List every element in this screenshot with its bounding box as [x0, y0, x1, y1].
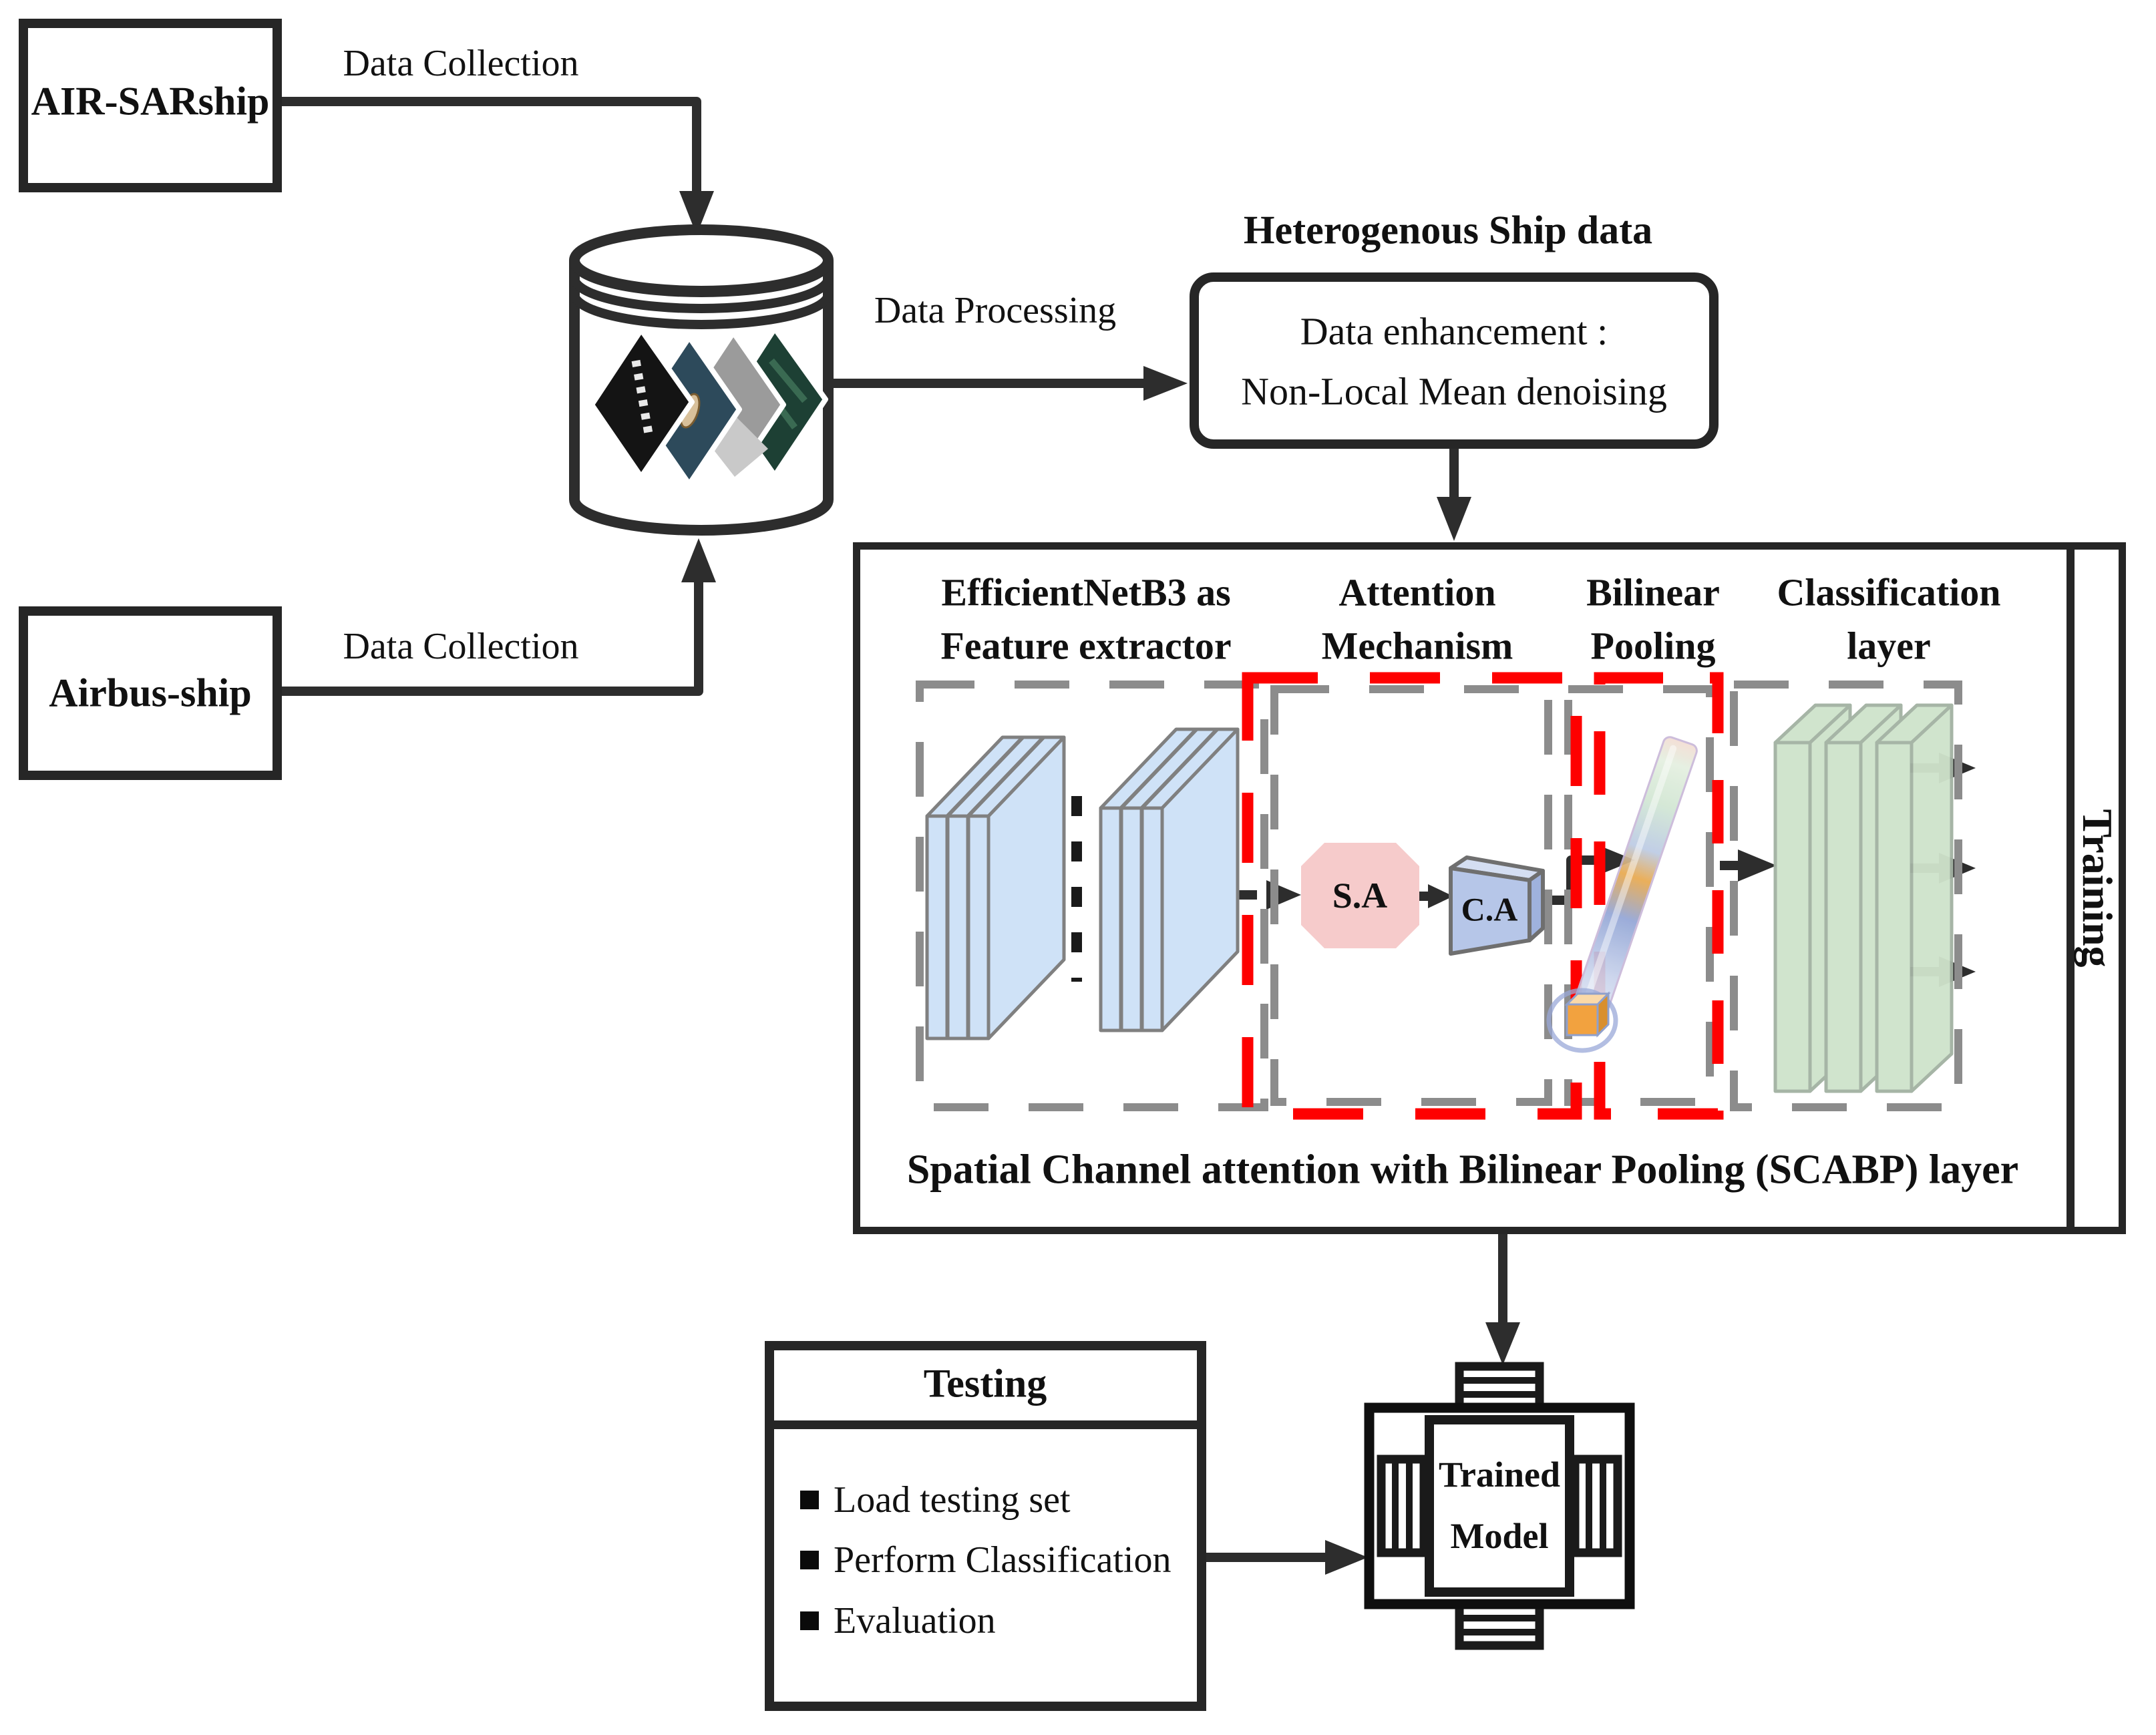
header-classification-line2: layer	[1847, 624, 1931, 668]
data-processing-label: Data Processing	[874, 289, 1117, 331]
testing-title: Testing	[923, 1361, 1047, 1406]
classification-slabs	[1773, 703, 1954, 1093]
chip-pin-left	[1377, 1455, 1429, 1557]
enhancement-line1: Data enhancement :	[1300, 309, 1608, 353]
enhancement-box	[1190, 272, 1719, 449]
training-side-divider	[2067, 542, 2075, 1234]
scabp-caption: Spatial Channel attention with Bilinear …	[906, 1147, 2019, 1193]
data-collection-top-label: Data Collection	[343, 42, 579, 84]
dashed-frames	[916, 672, 1962, 1120]
airsarship-label: AIR-SARship	[31, 79, 270, 124]
arrowhead-right-icon	[1143, 366, 1188, 401]
header-bilinear-line1: Bilinear	[1586, 570, 1720, 614]
testing-box	[765, 1341, 1206, 1711]
arrowhead-right-icon	[1325, 1540, 1368, 1575]
arrowhead-right-icon	[1599, 845, 1635, 875]
bullet-square-icon	[800, 1551, 819, 1569]
arrowhead-down-icon	[1485, 1322, 1520, 1365]
arrowhead-right-icon	[1738, 849, 1777, 882]
attention-gray-frame	[1270, 685, 1552, 1106]
testing-item-row: Evaluation	[800, 1599, 996, 1642]
chip-inner-rect	[1425, 1415, 1574, 1597]
arrow-airsarship-to-database	[282, 97, 701, 191]
attention-red-frame	[1242, 672, 1582, 1120]
trained-model-line2: Model	[1450, 1515, 1549, 1556]
airsarship-box	[19, 19, 282, 192]
header-classification-line1: Classification	[1777, 570, 2001, 614]
trained-model-line1: Trained	[1438, 1454, 1561, 1495]
testing-item-row: Load testing set	[800, 1479, 1071, 1521]
arrowhead-down-icon	[1437, 497, 1471, 541]
feature-extractor-slabs	[925, 727, 1240, 1040]
arrowhead-down-icon	[679, 191, 714, 235]
data-collection-bottom-label: Data Collection	[343, 625, 579, 667]
bullet-square-icon	[800, 1491, 819, 1509]
chip-pin-bottom	[1455, 1599, 1544, 1650]
testing-item-label: Perform Classification	[834, 1539, 1172, 1581]
chip-pin-top	[1455, 1362, 1544, 1412]
pooling-focus-circle	[1546, 988, 1618, 1053]
ca-label: C.A	[1461, 890, 1518, 928]
header-attention-line2: Mechanism	[1321, 624, 1513, 668]
airbus-box	[19, 606, 282, 780]
sa-label: S.A	[1332, 875, 1388, 916]
header-bilinear-line2: Pooling	[1590, 624, 1716, 668]
training-box	[853, 542, 2126, 1234]
testing-item-row: Perform Classification	[800, 1539, 1171, 1581]
bilinear-pooling-bar	[1546, 736, 1698, 1053]
header-feature-extractor-line1: EfficientNetB3 as	[941, 570, 1231, 614]
airbus-label: Airbus-ship	[49, 670, 252, 715]
ship-image-stack	[589, 326, 828, 487]
arrowhead-right-icon	[1428, 884, 1453, 908]
spatial-attention-shape	[1301, 843, 1419, 948]
training-side-label: Training	[2073, 809, 2121, 968]
conv-stack-1	[925, 735, 1066, 1040]
trained-model-chip-icon	[1364, 1362, 1635, 1650]
conv-stack-2	[1099, 727, 1240, 1032]
chip-pin-right	[1570, 1455, 1622, 1557]
arrow-airbus-to-database	[282, 582, 703, 696]
pooling-gray-frame	[1564, 685, 1714, 1106]
enhancement-title: Heterogenous Ship data	[1243, 208, 1653, 252]
bullet-square-icon	[800, 1611, 819, 1630]
database-cylinder-icon	[569, 224, 834, 536]
pooling-cube-front	[1566, 1003, 1599, 1036]
channel-attention-shape	[1449, 855, 1545, 956]
header-feature-extractor-line2: Feature extractor	[940, 624, 1232, 668]
pooling-red-frame	[1594, 672, 1724, 1120]
testing-item-label: Evaluation	[834, 1600, 996, 1642]
header-attention-line1: Attention	[1338, 570, 1496, 614]
testing-header-divider	[768, 1420, 1203, 1429]
enhancement-line2: Non-Local Mean denoising	[1241, 369, 1667, 413]
testing-item-label: Load testing set	[834, 1479, 1071, 1521]
arrowhead-up-icon	[681, 538, 716, 582]
classification-frame	[1730, 681, 1962, 1111]
